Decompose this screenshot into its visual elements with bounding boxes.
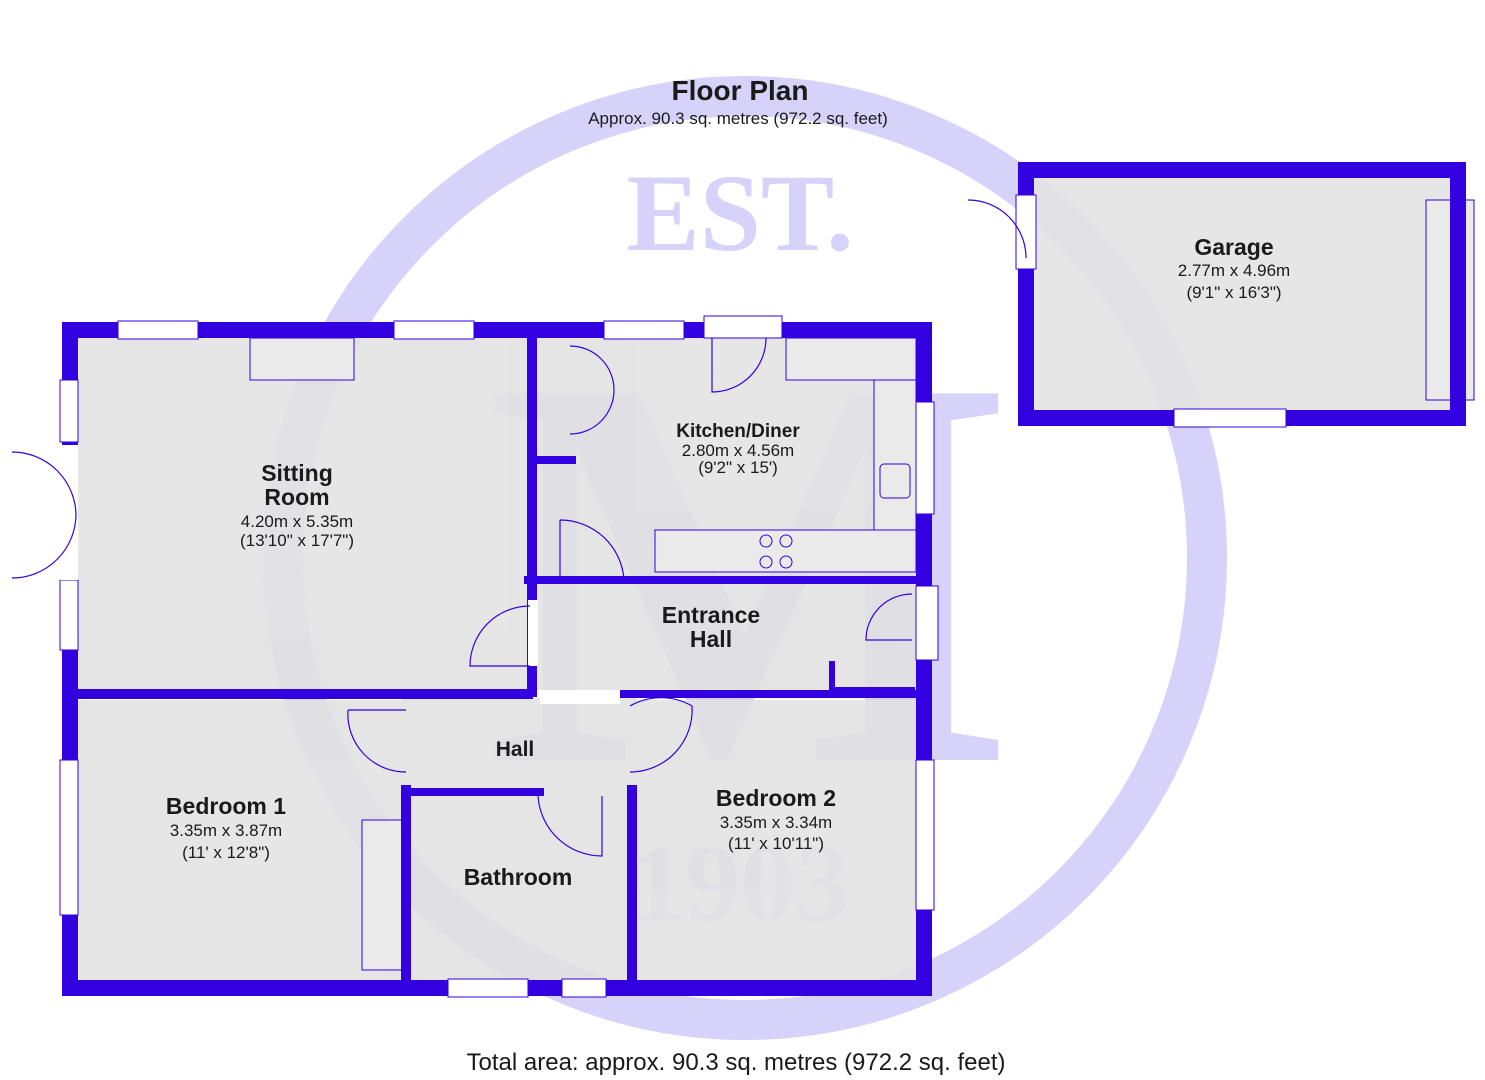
room-name: Room xyxy=(264,484,329,510)
room-name: Entrance xyxy=(662,602,760,628)
room-name: Bedroom 2 xyxy=(716,785,836,811)
plan-subtitle: Approx. 90.3 sq. metres (972.2 sq. feet) xyxy=(588,109,888,128)
room-dimensions: 3.35m x 3.87m xyxy=(170,821,282,840)
room-name: Garage xyxy=(1194,234,1273,260)
entrance-hall-floor xyxy=(536,582,916,690)
kitchen-counter-side xyxy=(873,379,917,531)
room-entrance-hall: Entrance Hall xyxy=(662,602,760,652)
windows xyxy=(2,194,1287,998)
room-bedroom-2: Bedroom 2 3.35m x 3.34m (11' x 10'11") xyxy=(716,785,836,853)
garage-floor xyxy=(1034,178,1450,410)
hob-icon xyxy=(759,534,773,548)
kitchen-counter-top xyxy=(785,337,917,381)
bathroom-floor xyxy=(410,796,628,980)
room-dimensions: 3.35m x 3.34m xyxy=(720,813,832,832)
room-kitchen: Kitchen/Diner 2.80m x 4.56m (9'2" x 15') xyxy=(676,421,800,477)
room-dimensions-imperial: (11' x 10'11") xyxy=(728,834,824,853)
room-dimensions-imperial: (13'10" x 17'7") xyxy=(240,531,354,550)
bedroom1-floor xyxy=(78,700,402,980)
room-name: Kitchen/Diner xyxy=(676,421,800,442)
room-hall: Hall xyxy=(496,738,535,761)
chimney-breast xyxy=(249,337,355,381)
room-bedroom-1: Bedroom 1 3.35m x 3.87m (11' x 12'8") xyxy=(166,793,286,862)
sink-icon xyxy=(879,463,911,499)
total-area: Total area: approx. 90.3 sq. metres (972… xyxy=(467,1049,1006,1076)
room-dimensions: 2.80m x 4.56m xyxy=(682,441,794,460)
door-swings xyxy=(11,199,1027,857)
room-name: Hall xyxy=(690,626,732,652)
sitting-room-floor xyxy=(78,338,528,690)
bedroom2-floor xyxy=(636,700,916,980)
hall-floor xyxy=(402,698,636,796)
room-name: Sitting xyxy=(261,460,333,486)
room-dimensions-imperial: (9'1" x 16'3") xyxy=(1186,283,1281,302)
room-sitting: Sitting Room 4.20m x 5.35m (13'10" x 17'… xyxy=(240,460,354,550)
floor-areas xyxy=(78,178,1450,980)
room-dimensions-imperial: (9'2" x 15') xyxy=(698,458,778,477)
room-dimensions: 2.77m x 4.96m xyxy=(1178,261,1290,280)
room-garage: Garage 2.77m x 4.96m (9'1" x 16'3") xyxy=(1178,234,1290,302)
room-dimensions: 4.20m x 5.35m xyxy=(241,512,353,531)
room-dimensions-imperial: (11' x 12'8") xyxy=(182,843,270,862)
plan-title: Floor Plan xyxy=(672,75,809,106)
wardrobe xyxy=(361,819,403,971)
watermark-est: EST. xyxy=(626,152,853,274)
room-name: Bedroom 1 xyxy=(166,793,286,819)
room-bathroom: Bathroom xyxy=(464,864,573,890)
